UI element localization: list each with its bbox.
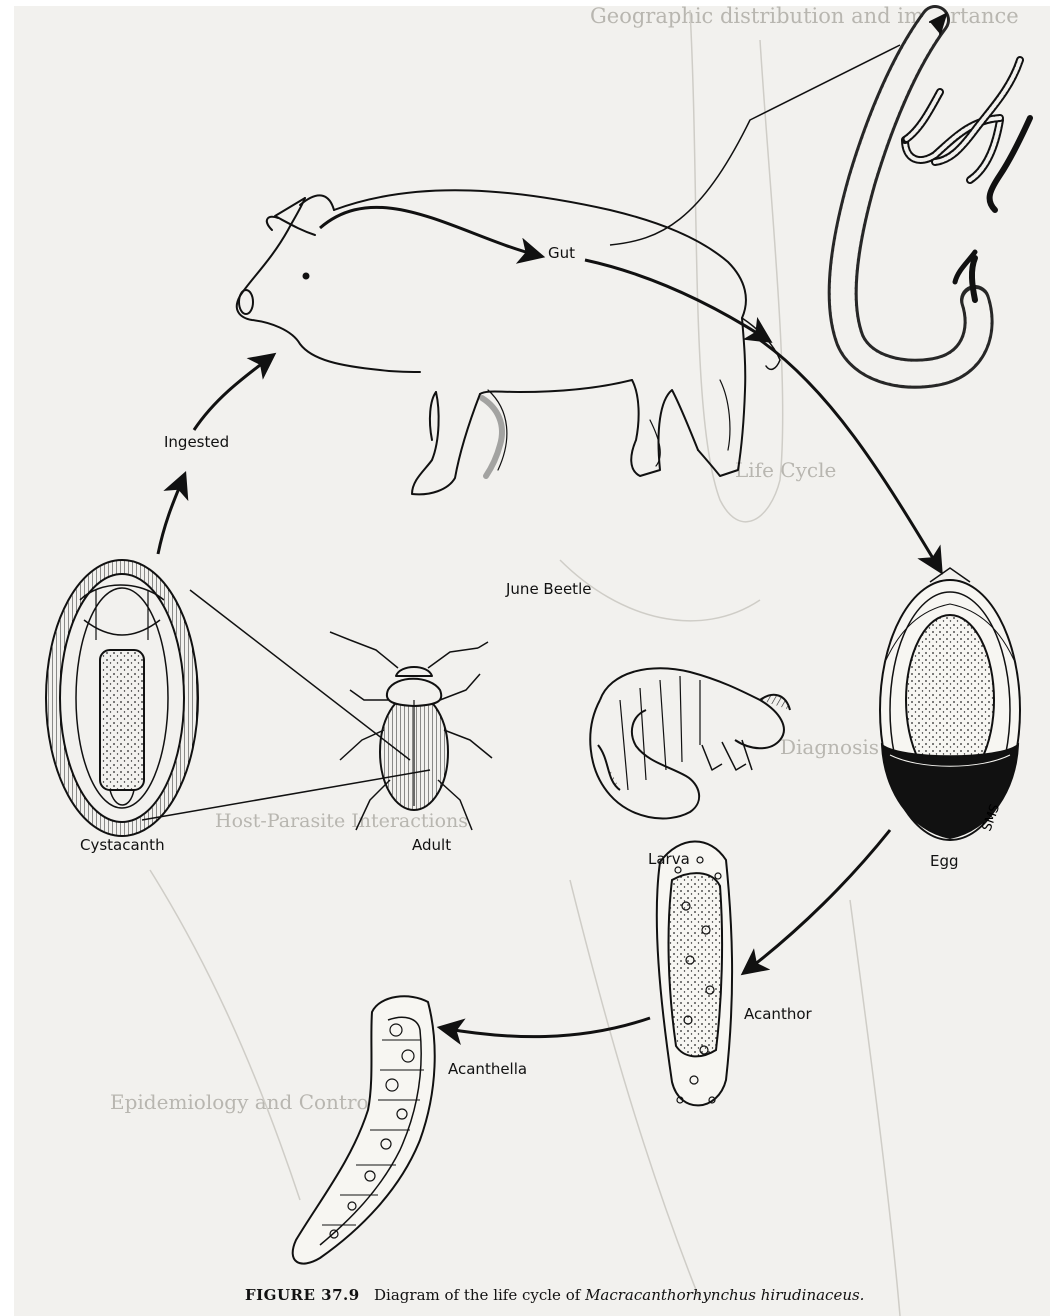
label-adult: Adult xyxy=(412,836,451,854)
label-ingested: Ingested xyxy=(164,433,229,451)
background-sketch xyxy=(150,10,900,1316)
caption-text: Diagram of the life cycle of xyxy=(374,1286,580,1304)
arrow-egg-to-acanthor xyxy=(745,830,890,972)
pointer-cystacanth-to-beetle xyxy=(190,590,410,760)
arrow-gut-to-worm xyxy=(585,260,768,340)
egg-illustration xyxy=(880,568,1020,840)
acanthor-illustration xyxy=(657,841,732,1105)
arrow-acanthor-to-acanthella xyxy=(442,1018,650,1037)
adult-worm-illustration xyxy=(843,14,1030,374)
label-cystacanth: Cystacanth xyxy=(80,836,165,854)
june-beetle-illustration xyxy=(330,632,492,830)
acanthella-illustration xyxy=(293,996,435,1263)
arrow-ingested-to-pig xyxy=(194,356,272,430)
figure-caption: FIGURE 37.9 Diagram of the life cycle of… xyxy=(245,1286,864,1304)
arrow-pig-to-gut xyxy=(320,207,540,256)
label-larva: Larva xyxy=(648,850,690,868)
label-egg: Egg xyxy=(930,852,959,870)
cycle-arrows xyxy=(158,207,940,1036)
label-gut: Gut xyxy=(548,244,575,262)
label-june-beetle: June Beetle xyxy=(506,580,591,598)
larva-illustration xyxy=(590,668,790,818)
label-acanthella: Acanthella xyxy=(448,1060,527,1078)
label-acanthor: Acanthor xyxy=(744,1005,812,1023)
arrow-cystacanth-to-ingested xyxy=(158,476,184,554)
cystacanth-illustration xyxy=(46,560,198,836)
caption-species: Macracanthorhynchus hirudinaceus. xyxy=(585,1286,864,1304)
figure-number: FIGURE 37.9 xyxy=(245,1286,360,1304)
